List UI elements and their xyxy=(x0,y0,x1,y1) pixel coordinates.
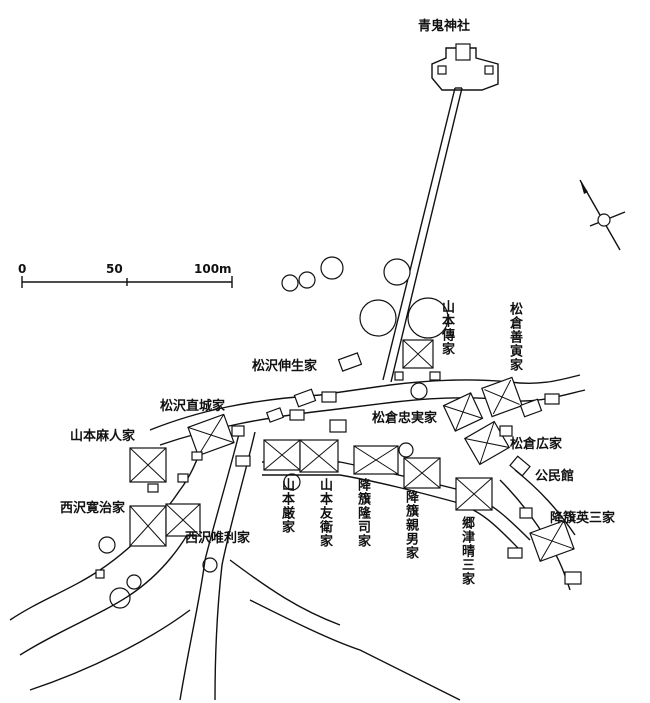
house-yamamoto-den xyxy=(402,339,434,369)
house-matsukura-chu xyxy=(442,392,484,432)
house-gotsu-hare xyxy=(455,477,493,511)
label-kominkan: 公民館 xyxy=(535,469,575,484)
house-matsuzawa-nao xyxy=(187,413,235,457)
label-matsuzawa-shin: 松沢伸生家 xyxy=(252,359,318,374)
house-furihata-taka xyxy=(353,445,399,475)
house-furihata-chika xyxy=(403,457,441,489)
house-yamamoto-gen xyxy=(263,439,301,471)
scale-bar xyxy=(21,276,233,288)
label-matsukura-zen: 松倉善寅家 xyxy=(507,302,522,372)
roads xyxy=(9,374,586,701)
label-yamamoto-gen: 山本厳家 xyxy=(279,478,294,534)
label-furihata-ei: 降籏英三家 xyxy=(550,511,616,526)
scale-tick-50: 50 xyxy=(106,262,123,276)
house-yamamoto-tomo xyxy=(299,439,339,473)
house-matsukura-zen xyxy=(481,376,523,418)
shrine-compound xyxy=(431,43,499,91)
outbuildings xyxy=(95,352,582,585)
house-furihata-ei xyxy=(529,519,575,563)
label-furihata-taka: 降籏隆司家 xyxy=(355,478,370,548)
scale-tick-0: 0 xyxy=(18,262,27,276)
label-matsuzawa-nao: 松沢直城家 xyxy=(160,399,226,414)
label-nishizawa-kan: 西沢寛治家 xyxy=(60,501,126,516)
label-yamamoto-tomo: 山本友衛家 xyxy=(317,478,332,548)
house-yamamoto-ma xyxy=(129,447,167,483)
label-shrine: 青鬼神社 xyxy=(418,19,471,34)
label-gotsu-hare: 郷津晴三家 xyxy=(459,516,474,586)
label-matsukura-chu: 松倉忠実家 xyxy=(372,411,438,426)
label-yamamoto-ma: 山本麻人家 xyxy=(70,429,136,444)
label-yamamoto-den: 山本傳家 xyxy=(439,300,454,356)
label-matsukura-hiro: 松倉広家 xyxy=(510,437,563,452)
house-matsukura-hiro xyxy=(463,420,511,466)
north-arrow-icon xyxy=(579,179,626,251)
label-nishizawa-yui: 西沢唯利家 xyxy=(185,531,251,546)
house-nishizawa-kan xyxy=(129,505,167,547)
scale-tick-100m: 100m xyxy=(194,262,232,276)
label-furihata-chika: 降籏親男家 xyxy=(403,490,418,560)
shrine-approach-path xyxy=(382,87,463,383)
houses xyxy=(129,339,575,563)
trees xyxy=(98,256,449,609)
house-nishizawa-yui xyxy=(165,503,201,537)
